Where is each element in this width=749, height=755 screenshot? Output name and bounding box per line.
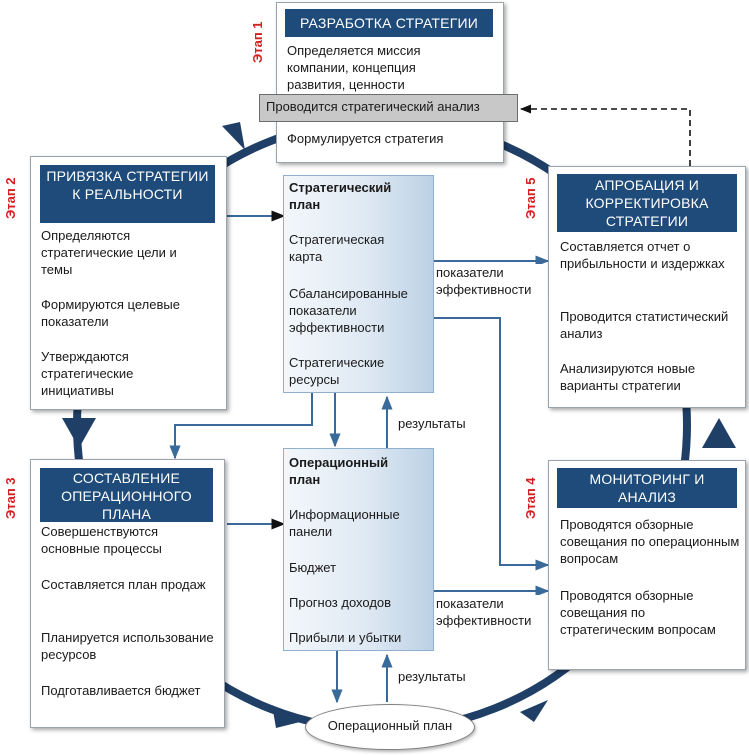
operational-plan-item-4: Прибыли и убытки — [289, 630, 402, 645]
stage-3-item-2: Составляется план продаж — [41, 577, 206, 592]
stage-1-label: Этап 1 — [250, 18, 265, 66]
stage-3-item-4: Подготавливается бюджет — [41, 683, 201, 698]
stage-3-item-1: Совершенствуются основные процессы — [41, 524, 162, 556]
operational-plan-item-3: Прогноз доходов — [289, 595, 392, 610]
feedback-dashed-arrow — [519, 104, 691, 166]
operational-plan-item-1: Информационные панели — [289, 507, 400, 539]
stage-5-label: Этап 5 — [523, 174, 538, 222]
stage-1-title: РАЗРАБОТКА СТРАТЕГИИ — [285, 9, 493, 37]
stage-1-item-2: Формулируется стратегия — [287, 131, 444, 146]
stage-2-label: Этап 2 — [3, 174, 18, 222]
stage-5-item-3: Анализируются новые варианты стратегии — [560, 361, 696, 393]
operational-plan-title: Операционный план — [289, 455, 389, 487]
stage-5-item-2: Проводится статистический анализ — [560, 309, 729, 341]
stage-5-title: АПРОБАЦИЯ И КОРРЕКТИРОВКА СТРАТЕГИИ — [557, 174, 737, 232]
stage-3-label: Этап 3 — [3, 474, 18, 522]
stage-4-item-1: Проводятся обзорные совещания по операци… — [560, 517, 740, 566]
stage-2-item-3: Утверждаются стратегические инициативы — [41, 349, 134, 398]
cycle-arrow-bottom-left — [272, 705, 300, 728]
stage-3-title: СОСТАВЛЕНИЕ ОПЕРАЦИОННОГО ПЛАНА — [40, 468, 213, 522]
stage-4-title: МОНИТОРИНГ И АНАЛИЗ — [557, 468, 737, 508]
strategic-analysis-box: Проводится стратегический анализ — [259, 94, 518, 122]
cycle-arrow-bottom-right — [520, 700, 548, 722]
kpi-label-bottom: показатели эффективности — [436, 595, 546, 629]
arrow-strategic-to-s3 — [169, 393, 313, 460]
arrow-strategic-to-s4 — [434, 317, 550, 571]
strategic-plan-box — [283, 175, 434, 393]
operational-plan-oval: Операционный план — [305, 704, 475, 750]
stage-2-title: ПРИВЯЗКА СТРАТЕГИИ К РЕАЛЬНОСТИ — [40, 165, 215, 223]
strategic-plan-item-1: Стратегическая карта — [289, 232, 385, 264]
cycle-arrow-right — [702, 418, 736, 448]
kpi-label-top: показатели эффективности — [436, 264, 546, 298]
cycle-arrow-left — [62, 418, 96, 448]
operational-plan-item-2: Бюджет — [289, 560, 337, 575]
strategic-plan-item-3: Стратегические ресурсы — [289, 355, 385, 387]
stage-4-item-2: Проводятся обзорные совещания по стратег… — [560, 588, 716, 637]
strategic-plan-title: Стратегический план — [289, 180, 392, 212]
operational-plan-box — [283, 448, 434, 651]
cycle-arrow-top-left — [222, 122, 245, 150]
results-label-mid: результаты — [398, 415, 466, 432]
stage-3-item-3: Планируется использование ресурсов — [41, 630, 214, 662]
stage-4-label: Этап 4 — [523, 474, 538, 522]
stage-5-item-1: Составляется отчет о прибыльности и изде… — [560, 239, 725, 271]
stage-2-item-1: Определяются стратегические цели и темы — [41, 228, 177, 277]
strategic-plan-item-2: Сбалансированные показатели эффективност… — [289, 286, 408, 335]
stage-2-item-2: Формируются целевые показатели — [41, 297, 180, 329]
results-label-bottom: результаты — [398, 668, 466, 685]
stage-1-item-1: Определяется миссия компании, концепция … — [287, 43, 421, 92]
